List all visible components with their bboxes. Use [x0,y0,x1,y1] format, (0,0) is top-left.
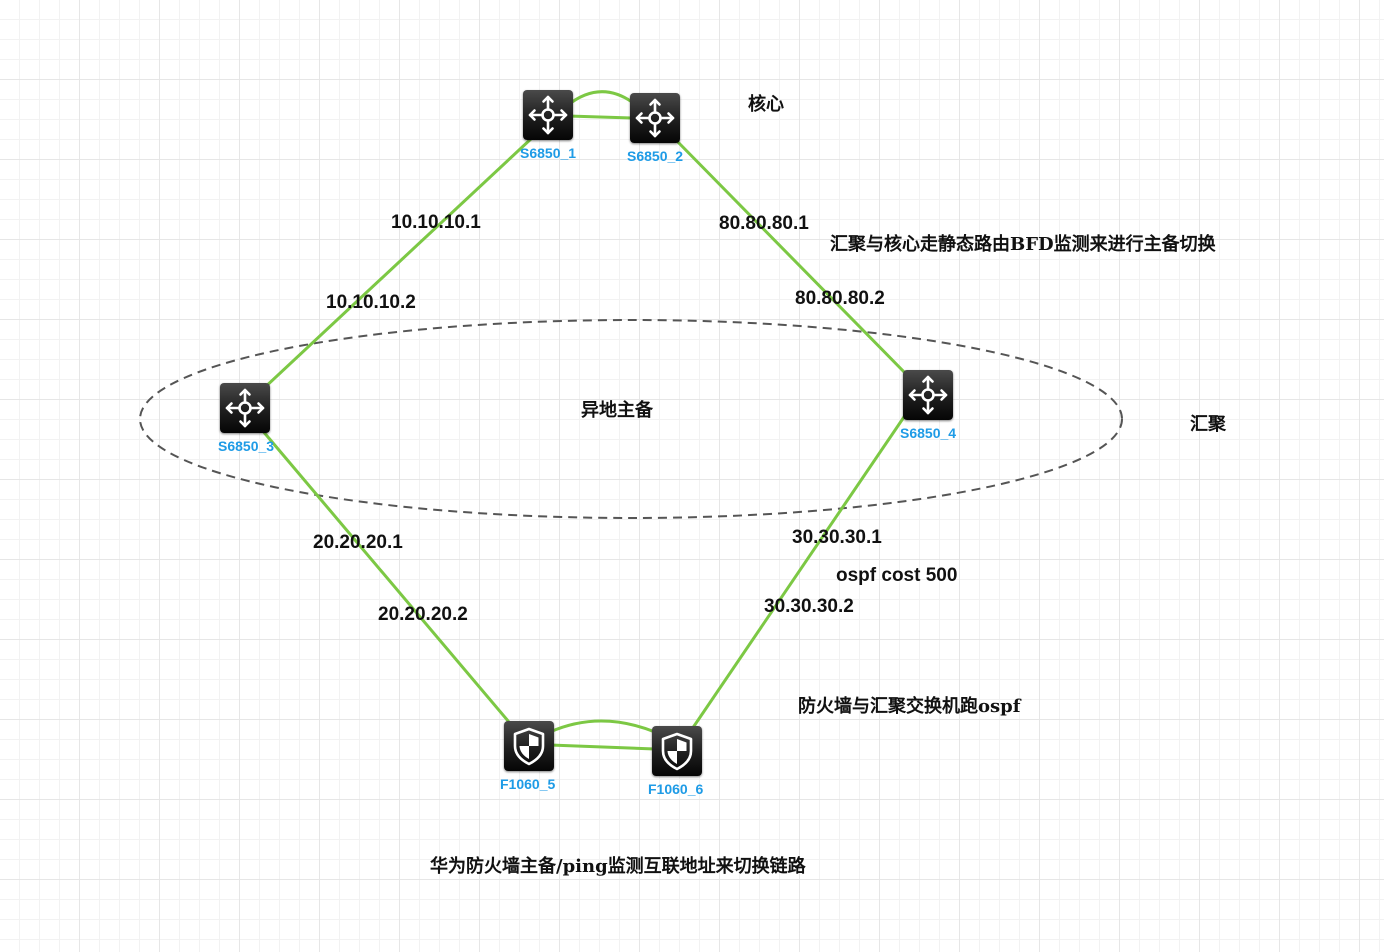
ospf-cost-label: ospf cost 500 [836,565,958,586]
device-label-s6850-3: S6850_3 [218,438,275,454]
ip-label-10-10-10-1: 10.10.10.1 [391,212,481,233]
ip-label-80-80-80-1: 80.80.80.1 [719,213,809,234]
link-f1060-5-f1060-6-lower [549,743,656,751]
switch-icon [225,388,265,428]
device-label-f1060-5: F1060_5 [500,776,556,792]
ip-label-80-80-80-2: 80.80.80.2 [795,288,885,309]
device-label-s6850-1: S6850_1 [520,145,577,161]
switch-icon [635,98,675,138]
ip-label-30-30-30-2: 30.30.30.2 [764,596,854,617]
remote-active-standby-zone [139,319,1123,519]
note-core: 核心 [748,94,784,115]
ip-label-10-10-10-2: 10.10.10.2 [326,292,416,313]
ip-label-20-20-20-2: 20.20.20.2 [378,604,468,625]
note-static-route-bfd: 汇聚与核心走静态路由BFD监测来进行主备切换 [830,234,1216,255]
link-s6850-2-s6850-4 [671,135,912,380]
link-s6850-3-f1060-5 [260,429,516,729]
firewall-icon [513,727,545,766]
link-s6850-1-s6850-2-upper [567,90,633,107]
switch-icon [528,95,568,135]
switch-icon [908,375,948,415]
note-huawei-firewall-failover: 华为防火墙主备/ping监测互联地址来切换链路 [430,856,806,877]
firewall-icon [661,732,693,771]
note-firewall-ospf: 防火墙与汇聚交换机跑ospf [798,696,1021,717]
device-s6850-2[interactable] [630,93,680,143]
device-s6850-1[interactable] [523,90,573,140]
ip-label-30-30-30-1: 30.30.30.1 [792,527,882,548]
device-f1060-5[interactable] [504,721,554,771]
link-s6850-4-f1060-6 [688,413,908,733]
note-aggregation: 汇聚 [1190,414,1226,435]
link-s6850-1-s6850-2-lower [567,114,633,120]
link-f1060-5-f1060-6-upper [549,719,656,734]
device-label-s6850-2: S6850_2 [627,148,684,164]
device-s6850-3[interactable] [220,383,270,433]
device-label-f1060-6: F1060_6 [648,781,704,797]
device-s6850-4[interactable] [903,370,953,420]
ip-label-20-20-20-1: 20.20.20.1 [313,532,403,553]
device-f1060-6[interactable] [652,726,702,776]
device-label-s6850-4: S6850_4 [900,425,957,441]
note-remote-active-standby: 异地主备 [581,400,653,421]
link-s6850-1-s6850-3 [260,135,535,392]
